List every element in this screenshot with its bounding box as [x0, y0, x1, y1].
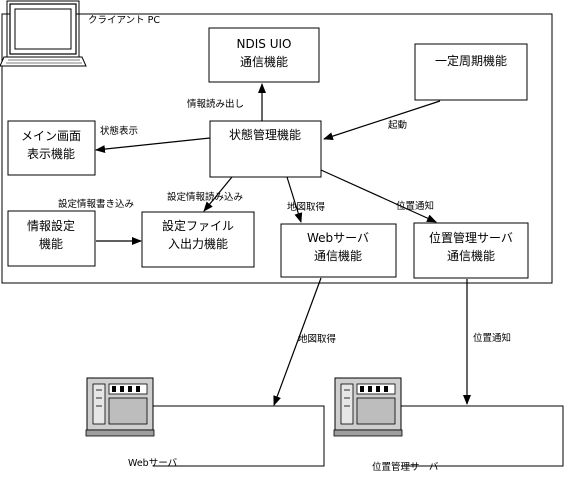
- setting-file-line1: 設定ファイル: [162, 218, 234, 233]
- edge-write-setting-label: 設定情報書き込み: [58, 198, 134, 210]
- edge-read-info-label: 情報読み出し: [187, 98, 244, 110]
- ndis-uio-line2: 通信機能: [240, 54, 288, 69]
- edge-pos-notify-outer-label: 位置通知: [473, 332, 511, 344]
- web-comm-box: Webサーバ 通信機能: [280, 223, 397, 278]
- pos-server-icon: [333, 377, 403, 437]
- pos-comm-line2: 通信機能: [447, 248, 495, 263]
- periodic-box: 一定周期機能: [414, 43, 528, 101]
- laptop-icon: [0, 0, 87, 67]
- ndis-uio-box: NDIS UIO 通信機能: [208, 27, 320, 83]
- pos-server-label: 位置管理サーバ: [372, 461, 439, 473]
- web-server-icon: [85, 377, 155, 437]
- client-pc-frame: [1, 13, 553, 284]
- edge-read-setting: [203, 176, 233, 212]
- edge-status-display: [95, 137, 211, 154]
- web-server-frame: [153, 405, 325, 467]
- pos-comm-line1: 位置管理サーバ: [429, 230, 513, 245]
- setting-file-line2: 入出力機能: [168, 236, 228, 251]
- edge-map-get-inner: [286, 176, 303, 223]
- edge-map-get-outer-label: 地図取得: [298, 333, 337, 345]
- edge-launch-label: 起動: [388, 120, 407, 131]
- info-setting-line2: 機能: [39, 236, 63, 251]
- info-setting-box: 情報設定 機能: [7, 210, 96, 267]
- pos-comm-box: 位置管理サーバ 通信機能: [413, 222, 529, 279]
- pos-server-frame: [401, 405, 564, 467]
- state-mgmt-box: 状態管理機能: [209, 120, 322, 178]
- edge-status-display-label: 状態表示: [100, 125, 138, 137]
- main-screen-line1: メイン画面: [21, 129, 81, 143]
- periodic-label: 一定周期機能: [435, 53, 507, 68]
- web-comm-line2: 通信機能: [314, 248, 362, 263]
- state-mgmt-label: 状態管理機能: [229, 127, 301, 142]
- edge-pos-notify-inner-label: 位置通知: [396, 200, 434, 212]
- edge-map-get-outer: [273, 277, 322, 406]
- main-screen-line2: 表示機能: [27, 146, 75, 161]
- ndis-uio-line1: NDIS UIO: [237, 37, 292, 51]
- web-server-label: Webサーバ: [128, 458, 178, 469]
- info-setting-line1: 情報設定: [27, 218, 75, 233]
- client-pc-label: クライアント PC: [88, 15, 160, 26]
- setting-file-box: 設定ファイル 入出力機能: [141, 211, 255, 268]
- web-comm-line1: Webサーバ: [307, 231, 369, 245]
- edge-map-get-inner-label: 地図取得: [287, 201, 326, 213]
- edge-launch: [323, 100, 441, 140]
- edge-pos-notify-inner: [320, 169, 437, 223]
- main-screen-box: メイン画面 表示機能: [7, 120, 96, 176]
- edge-read-setting-label: 設定情報読み込み: [167, 191, 243, 203]
